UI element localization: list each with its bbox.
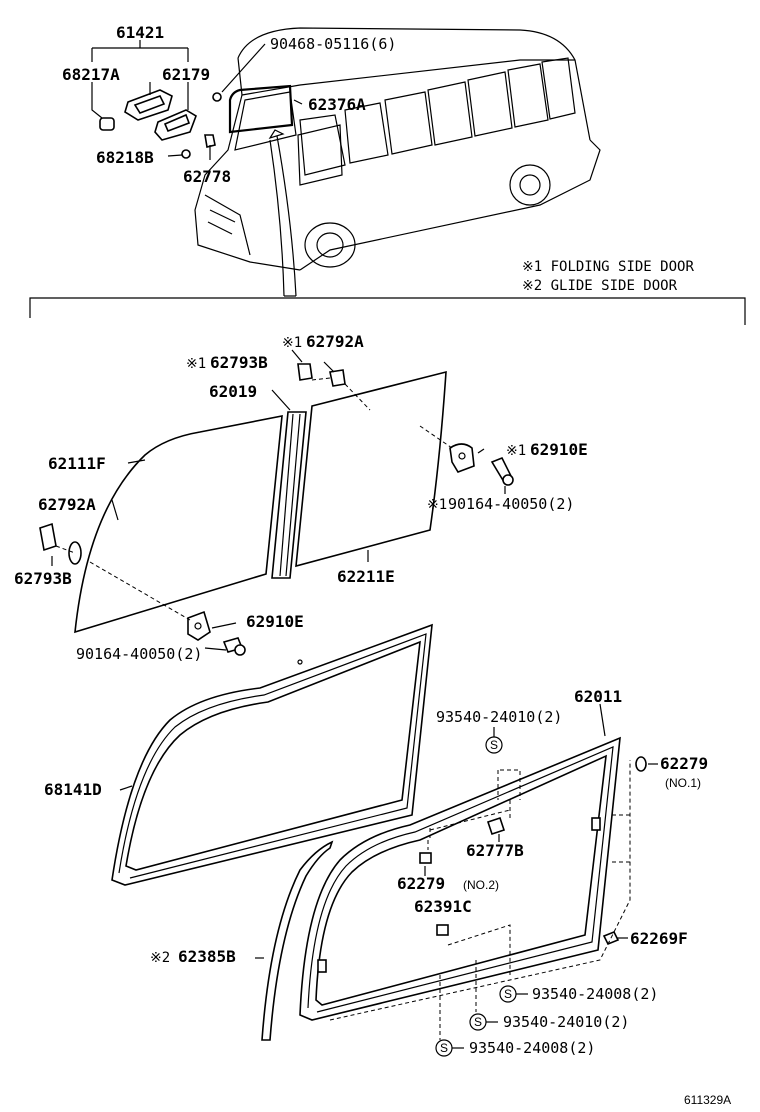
label-62211E: 62211E xyxy=(337,567,395,586)
legend: ※1 FOLDING SIDE DOOR ※2 GLIDE SIDE DOOR xyxy=(522,259,694,294)
label-62792A-1: 62792A xyxy=(306,332,364,351)
label-62792A-2: 62792A xyxy=(38,495,96,514)
van-illustration xyxy=(91,27,601,297)
legend-glide-side-door: ※2 GLIDE SIDE DOOR xyxy=(522,278,678,294)
mark-1-90164: ※1 xyxy=(427,497,447,513)
label-93540-24010-b: 93540-24010(2) xyxy=(503,1013,629,1031)
top-labels: 61421 68217A 62179 68218B 62778 90468-05… xyxy=(62,23,396,186)
label-62778: 62778 xyxy=(183,167,231,186)
label-68218B: 68218B xyxy=(96,148,154,167)
label-93540-24008-a: 93540-24008(2) xyxy=(532,985,658,1003)
label-62111F: 62111F xyxy=(48,454,106,473)
label-90468: 90468-05116(6) xyxy=(270,35,396,53)
mark-1-62793B: ※1 xyxy=(186,356,206,372)
label-62179: 62179 xyxy=(162,65,210,84)
label-62385B: 62385B xyxy=(178,947,236,966)
label-62279-2: 62279 xyxy=(397,874,445,893)
label-62279-2-note: (NO.2) xyxy=(463,878,499,892)
legend-folding-side-door: ※1 FOLDING SIDE DOOR xyxy=(522,259,694,275)
label-62269F: 62269F xyxy=(630,929,688,948)
label-62279-1: 62279 xyxy=(660,754,708,773)
label-93540-24010-a: 93540-24010(2) xyxy=(436,708,562,726)
glass-labels: ※1 62792A ※1 62793B 62019 62111F ※1 6291… xyxy=(14,332,588,663)
s-symbol-3: S xyxy=(474,1015,482,1029)
label-61421: 61421 xyxy=(116,23,164,42)
label-62391C: 62391C xyxy=(414,897,472,916)
label-62910E-1: 62910E xyxy=(530,440,588,459)
weatherstrip-68141D xyxy=(111,623,433,886)
label-62019: 62019 xyxy=(209,382,257,401)
s-symbol-1: S xyxy=(490,738,498,752)
label-90164-1: 90164-40050(2) xyxy=(448,495,574,513)
glass-assembly xyxy=(39,349,514,656)
s-symbol-2: S xyxy=(504,987,512,1001)
label-90164-2: 90164-40050(2) xyxy=(76,645,202,663)
mark-1-62792A: ※1 xyxy=(282,335,302,351)
label-62376A: 62376A xyxy=(308,95,366,114)
label-62793B-2: 62793B xyxy=(14,569,72,588)
label-62011: 62011 xyxy=(574,687,622,706)
label-62910E-2: 62910E xyxy=(246,612,304,631)
section-frame xyxy=(29,297,746,325)
diagram-code: 611329A xyxy=(684,1093,731,1107)
s-symbol-4: S xyxy=(440,1041,448,1055)
label-62777B: 62777B xyxy=(466,841,524,860)
mark-2-62385B: ※2 xyxy=(150,950,170,966)
mark-1-62910E: ※1 xyxy=(506,443,526,459)
label-68217A: 68217A xyxy=(62,65,120,84)
label-93540-24008-b: 93540-24008(2) xyxy=(469,1039,595,1057)
door-frame-62011: S S S S xyxy=(255,703,658,1057)
label-62793B-1: 62793B xyxy=(210,353,268,372)
label-68141D: 68141D xyxy=(44,780,102,799)
door-frame-labels: 62011 93540-24010(2) 62279 (NO.1) 62777B… xyxy=(150,687,708,1057)
label-62279-1-note: (NO.1) xyxy=(665,776,701,790)
